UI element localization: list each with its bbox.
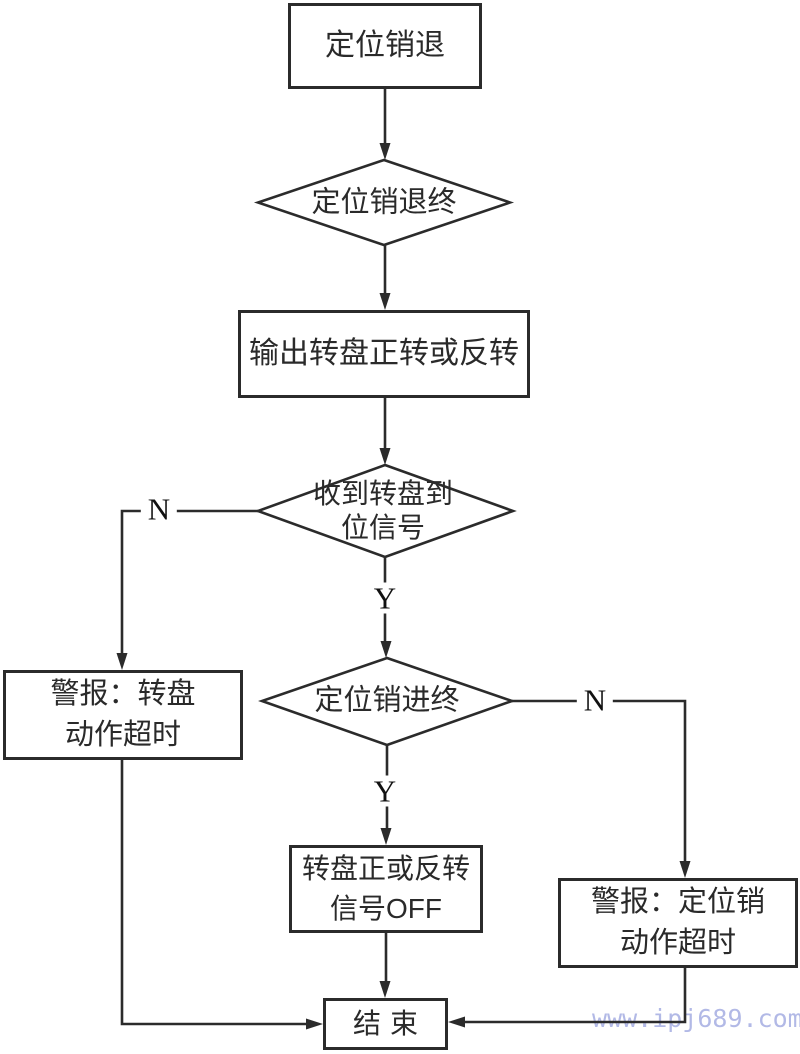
process-output-rotation-label: 输出转盘正转或反转: [249, 336, 519, 370]
end-node: 结束: [323, 998, 448, 1050]
process-output-rotation-node: 输出转盘正转或反转: [238, 310, 530, 398]
alarm-pin-line2: 动作超时: [619, 927, 736, 959]
decision-pin-retract-end-label: 定位销退终: [311, 186, 457, 219]
branch-label-no-pin: N: [576, 684, 614, 716]
decision-inposition-signal-line1: 收到转盘到: [312, 477, 454, 509]
end-node-label: 结束: [352, 1008, 427, 1040]
branch-label-yes-pin: Y: [366, 775, 404, 807]
process-signal-off-line2: 信号OFF: [330, 893, 442, 924]
alarm-pin-timeout-node: 警报：定位销 动作超时: [558, 878, 798, 968]
flow-arrowheads: [116, 143, 691, 1030]
decision-pin-advance-end-label: 定位销进终: [314, 684, 460, 717]
alarm-turntable-timeout-node: 警报：转盘 动作超时: [3, 670, 243, 760]
start-node: 定位销退: [288, 3, 482, 89]
watermark: www.ipj689.com: [592, 1004, 800, 1033]
decision-inposition-signal-label: 收到转盘到 位信号: [313, 477, 453, 545]
start-node-label: 定位销退: [325, 28, 445, 62]
alarm-pin-line1: 警报：定位销: [590, 885, 765, 918]
alarm-turntable-line2: 动作超时: [64, 719, 181, 751]
branch-label-no-turntable: N: [140, 493, 178, 525]
decision-inposition-signal-line2: 位信号: [340, 512, 426, 543]
process-signal-off-line1: 转盘正或反转: [301, 853, 470, 885]
alarm-turntable-line1: 警报：转盘: [50, 677, 196, 710]
flow-lines: [120, 89, 687, 1026]
branch-label-yes-turntable: Y: [366, 582, 404, 614]
process-signal-off-node: 转盘正或反转 信号OFF: [289, 845, 483, 933]
